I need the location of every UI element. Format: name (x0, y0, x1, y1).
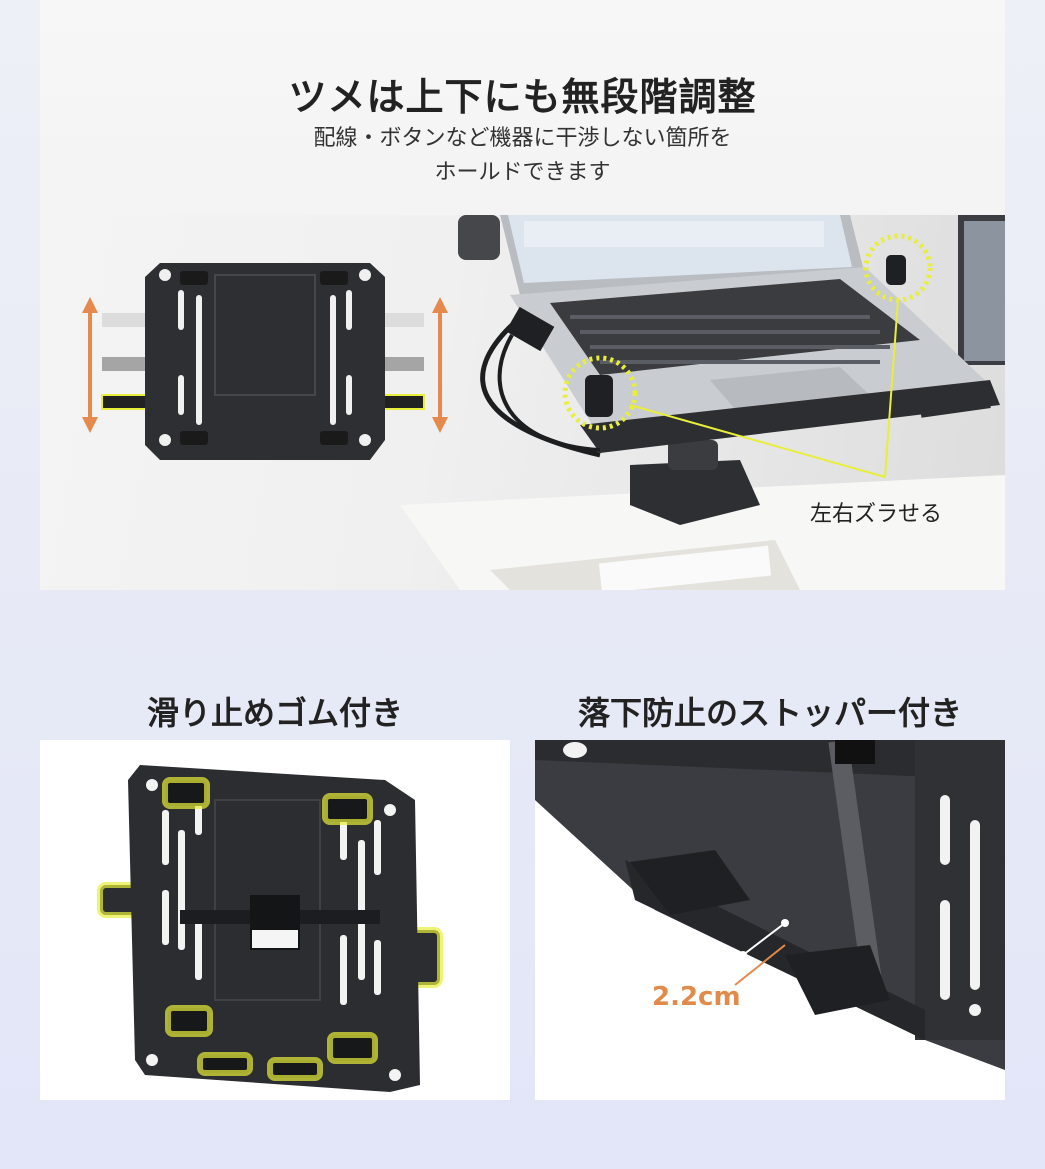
anti-slip-panel (40, 740, 510, 1100)
anti-slip-title: 滑り止めゴム付き (146, 694, 403, 732)
feature-title: ツメは上下にも無段階調整 (288, 75, 757, 119)
laptop-holder-photo: 左右ズラせる (40, 215, 1005, 590)
stopper-panel: 2.2cm (535, 740, 1005, 1100)
feature-subtitle-line2: ホールドできます (434, 160, 611, 185)
anti-slip-plate-illustration (97, 765, 443, 1092)
stopper-gap-dimension: 2.2cm (652, 982, 741, 1012)
feature-subtitle-line1: 配線・ボタンなど機器に干渉しない箇所を (313, 126, 732, 151)
holder-plate-diagram (82, 263, 448, 460)
top-feature-card: ツメは上下にも無段階調整 配線・ボタンなど機器に干渉しない箇所を ホールドできま… (40, 0, 1005, 590)
stopper-closeup-illustration (535, 740, 1005, 1100)
laptop-holder-illustration (82, 215, 1005, 590)
stopper-title: 落下防止のストッパー付き (577, 694, 962, 732)
shift-callout-label: 左右ズラせる (810, 502, 943, 527)
